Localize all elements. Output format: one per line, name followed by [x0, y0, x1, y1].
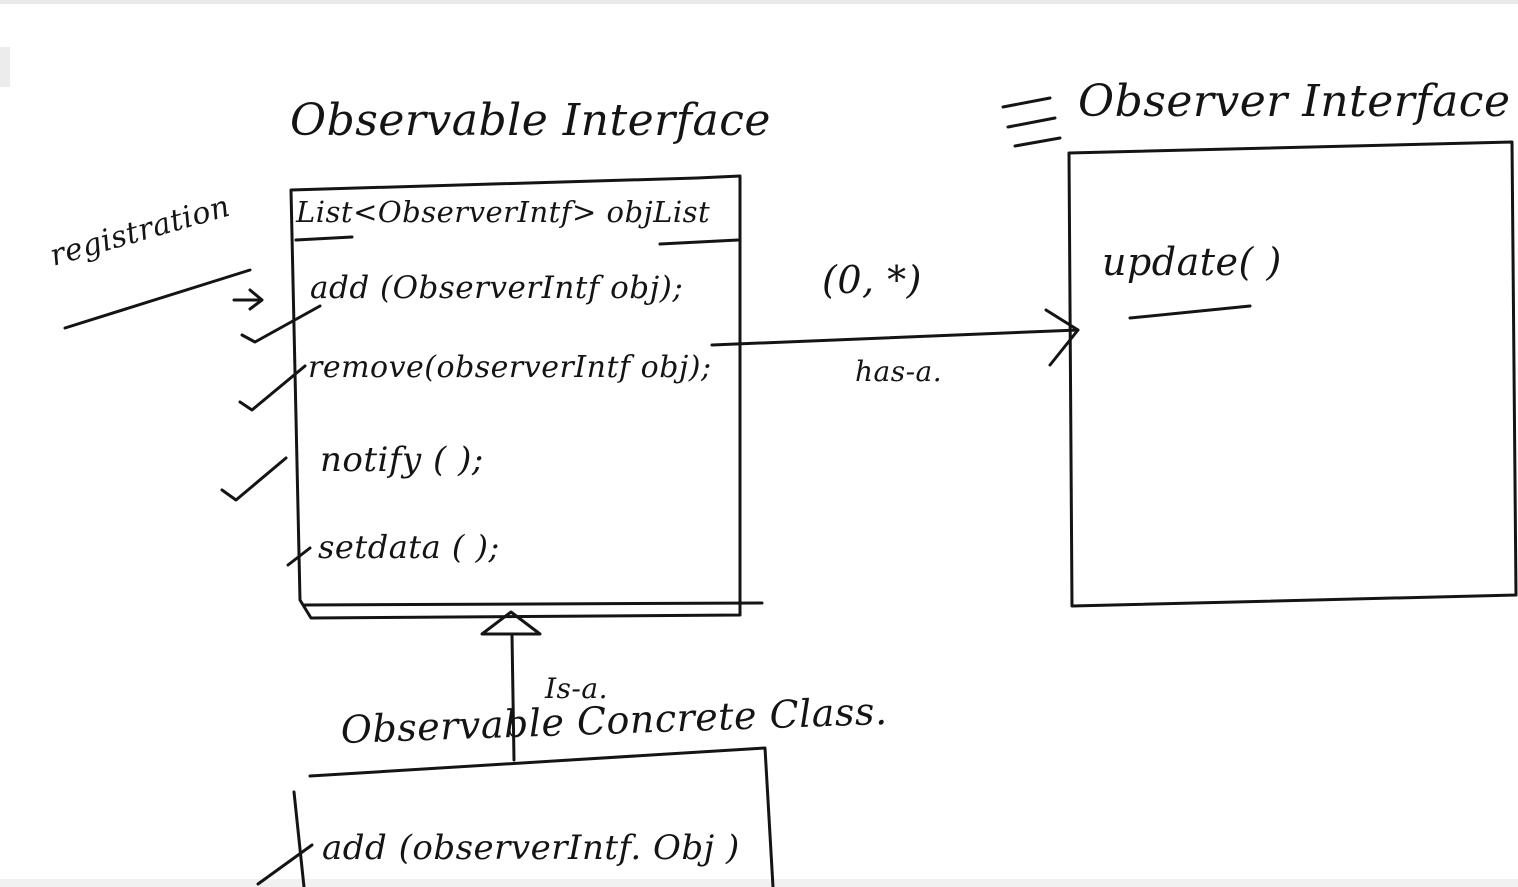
observer-title-dash-1 [1001, 96, 1052, 109]
top-edge-shadow [0, 0, 1518, 4]
multiplicity-label: (0, *) [822, 258, 922, 302]
inheritance-triangle [480, 610, 542, 636]
has-a-label: has-a. [855, 355, 943, 388]
has-a-arrow-line [710, 328, 1080, 347]
observable-interface-bottom-line [303, 601, 764, 607]
observer-interface-box [1067, 140, 1518, 608]
objlist-underline [658, 238, 740, 246]
registration-underline [63, 268, 252, 330]
notify-method: notify ( ); [320, 440, 484, 480]
concrete-add-method: add (observerIntf. Obj ) [322, 828, 740, 868]
observer-title-dash-3 [1013, 136, 1062, 148]
add-method: add (ObserverIntf obj); [310, 270, 684, 306]
check-mark-icon-remove [238, 364, 307, 412]
is-a-label: Is-a. [545, 672, 608, 705]
setdata-method: setdata ( ); [318, 528, 500, 566]
objlist-field: List<ObserverIntf> objList [296, 195, 711, 229]
is-a-line [510, 633, 516, 762]
observable-interface-title: Observable Interface [290, 95, 771, 146]
check-mark-icon-concrete-add [256, 843, 314, 886]
observer-interface-title: Observer Interface [1078, 76, 1511, 127]
observer-title-dash-2 [1006, 116, 1057, 129]
bottom-edge-shadow [0, 879, 1518, 887]
check-mark-icon-add [240, 304, 322, 344]
sidebar-tab[interactable] [0, 47, 10, 87]
update-method: update( ) [1102, 240, 1282, 284]
list-underline [294, 235, 354, 242]
update-underline [1128, 304, 1252, 320]
remove-method: remove(observerIntf obj); [308, 350, 712, 385]
observable-interface-box [289, 174, 742, 620]
check-mark-icon-notify [220, 456, 288, 502]
concrete-class-box [292, 746, 775, 887]
registration-pointer-icon [232, 288, 264, 311]
check-mark-icon-setdata [286, 546, 312, 567]
has-a-arrowhead [1044, 308, 1080, 367]
